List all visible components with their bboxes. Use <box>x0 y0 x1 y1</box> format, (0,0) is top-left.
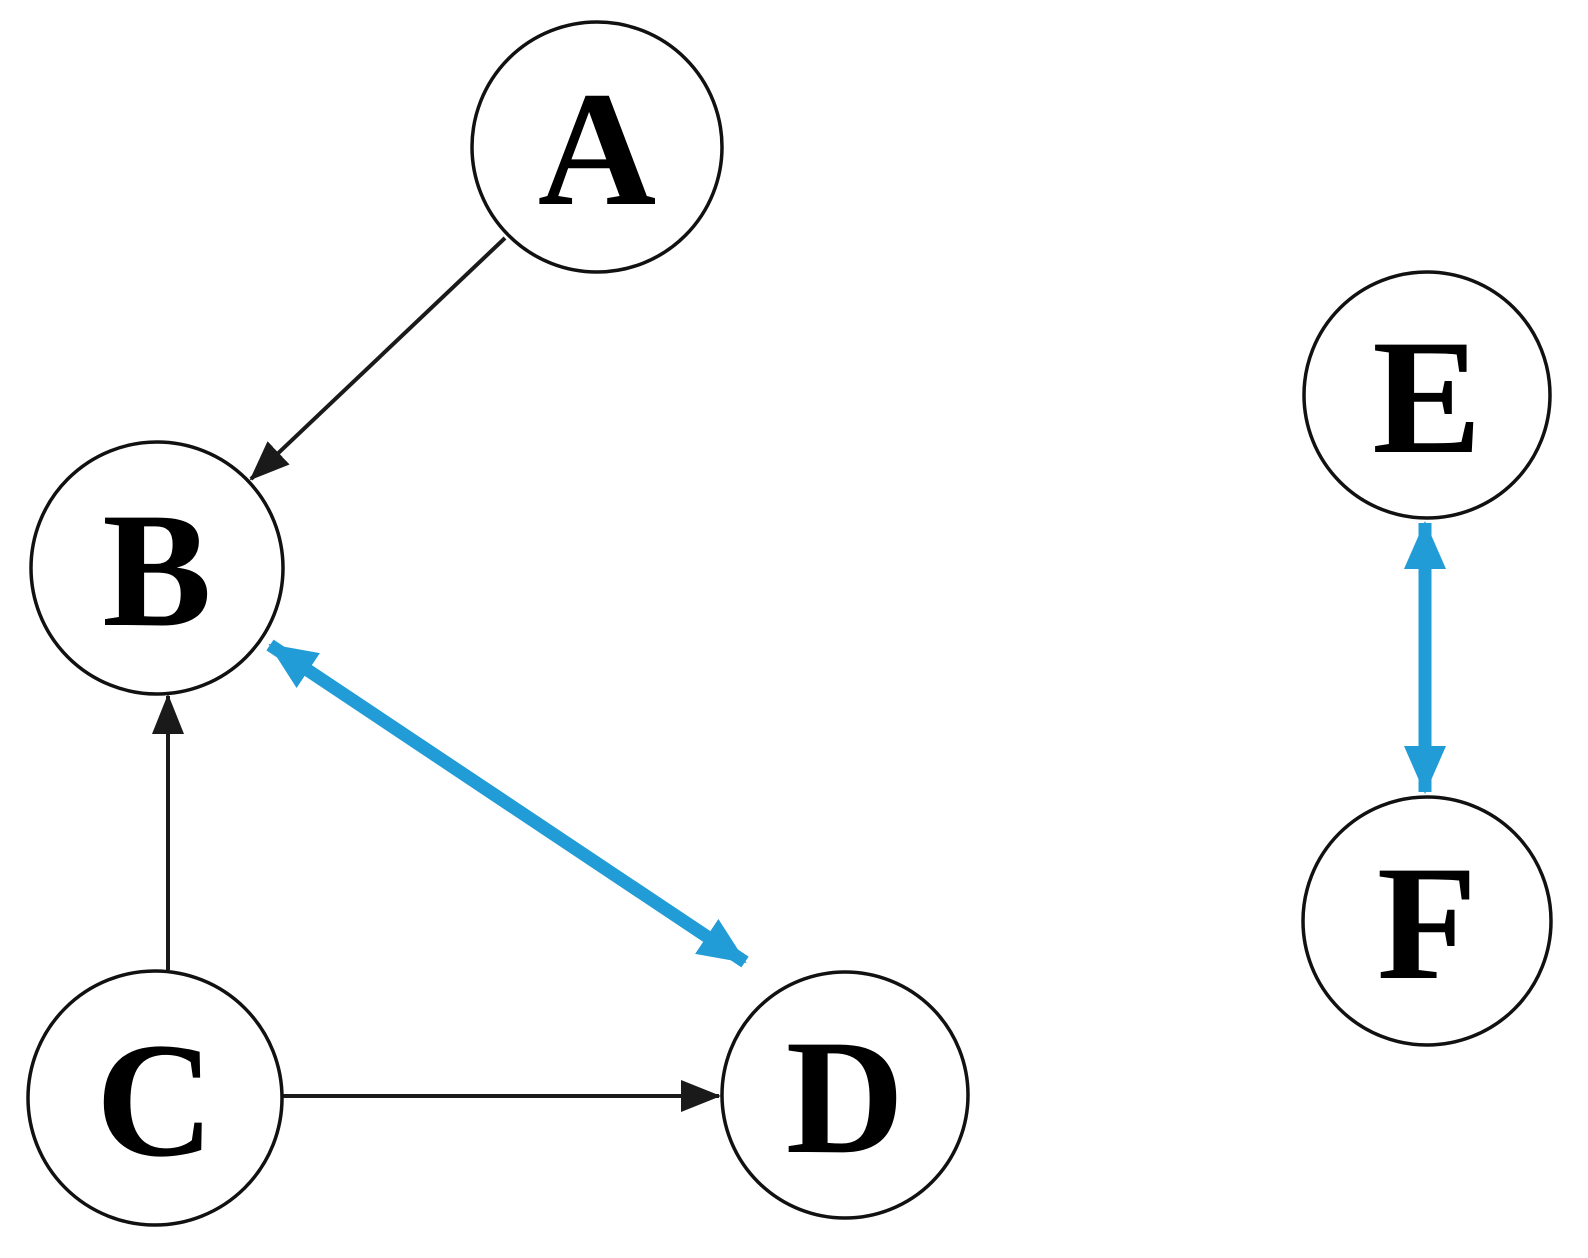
node-label-A: A <box>538 59 656 240</box>
node-label-C: C <box>96 1010 214 1191</box>
node-E: E <box>1302 270 1552 520</box>
node-circle-E <box>1302 270 1552 520</box>
node-label-F: F <box>1377 833 1477 1014</box>
node-D: D <box>720 970 970 1220</box>
node-circle-C <box>26 969 284 1227</box>
node-B: B <box>29 440 285 696</box>
node-circle-F <box>1301 795 1553 1047</box>
edge-A-B-arrow <box>249 236 507 481</box>
edge-B-D-bidirectional-arrow <box>266 639 749 968</box>
node-C: C <box>26 969 284 1227</box>
node-circle-B <box>29 440 285 696</box>
node-circle-D <box>720 970 970 1220</box>
node-label-E: E <box>1372 307 1481 488</box>
node-F: F <box>1301 795 1553 1047</box>
node-label-D: D <box>786 1007 904 1188</box>
node-circle-A <box>470 20 724 274</box>
node-label-B: B <box>102 480 211 661</box>
node-A: A <box>470 20 724 274</box>
